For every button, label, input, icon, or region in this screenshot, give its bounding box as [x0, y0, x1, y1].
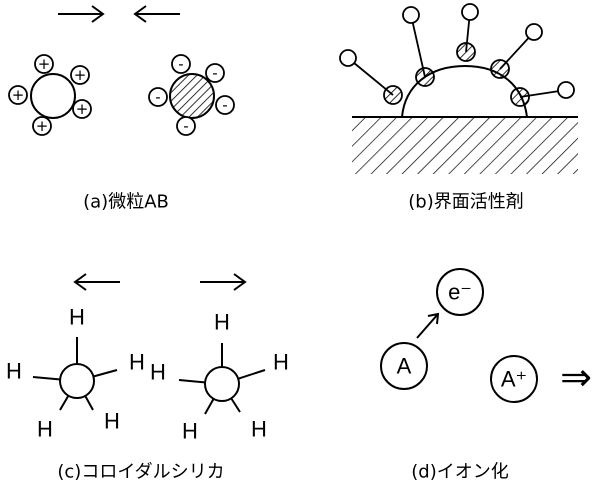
hydrogen-label: H — [251, 417, 267, 442]
positive-ion: + — [8, 85, 28, 105]
open-end — [461, 3, 479, 21]
attraction-arrows — [58, 5, 180, 23]
surfactant — [339, 49, 403, 105]
positive-ion: + — [32, 116, 52, 136]
left-arrow — [73, 273, 120, 291]
positive-ion-sign: + — [36, 117, 49, 135]
hydrogen-label: H — [150, 360, 166, 385]
positive-ion-sign: + — [12, 86, 25, 104]
hatched-head — [490, 59, 510, 79]
surfactant — [510, 81, 575, 107]
surfactant-molecules — [339, 3, 575, 107]
surfactant — [402, 6, 435, 87]
neutral-atom: A — [380, 342, 428, 390]
hydrogen-label: H — [214, 310, 230, 335]
negative-ion: - — [215, 95, 235, 115]
particle-b-negative: ----- — [148, 54, 235, 136]
ionization-arrow — [416, 312, 440, 339]
hydrogen-label: H — [69, 305, 85, 330]
panel-b: (b)界面活性剤 — [339, 3, 578, 213]
hydrogen-label: H — [37, 417, 53, 442]
negative-ion: - — [205, 63, 225, 83]
central-atom — [204, 366, 240, 402]
caption-a: (a)微粒AB — [83, 192, 169, 213]
positive-ion-sign: + — [74, 66, 87, 84]
hydrogen-label: H — [104, 409, 120, 434]
caption-c: (c)コロイダルシリカ — [57, 462, 224, 483]
hatched-head — [456, 42, 476, 62]
substrate — [352, 117, 578, 174]
right-arrow — [200, 273, 247, 291]
repulsion-arrows — [73, 273, 247, 291]
surfactant — [456, 3, 479, 62]
silica-molecule-right: H H H H H — [150, 310, 289, 444]
flow-arrow: ⇒ — [560, 357, 592, 399]
right-arrow — [58, 5, 105, 23]
caption-d: (d)イオン化 — [411, 462, 508, 483]
hydrogen-label: H — [182, 419, 198, 444]
positive-ion: + — [34, 54, 54, 74]
particle-a-positive: + + + + + — [8, 54, 92, 136]
negative-ion: - — [176, 116, 196, 136]
neutral-atom-label: A — [397, 354, 412, 379]
cation: A⁺ — [490, 355, 538, 403]
positive-ion-sign: + — [38, 55, 51, 73]
open-end — [339, 49, 357, 67]
positive-ion: + — [70, 65, 90, 85]
hatched-head — [510, 87, 530, 107]
particle-core — [30, 73, 76, 119]
panel-a: +++++ ----- (a)微粒AB — [8, 5, 235, 213]
cation-label: A⁺ — [501, 367, 527, 392]
negative-ion-sign: - — [183, 117, 188, 135]
open-end — [402, 6, 420, 24]
negative-ion: - — [148, 87, 168, 107]
open-end — [525, 23, 543, 41]
caption-b: (b)界面活性剤 — [408, 192, 523, 213]
open-end — [557, 81, 575, 99]
positive-ion: + — [72, 99, 92, 119]
positive-ion-sign: + — [76, 100, 89, 118]
negative-ion-sign: - — [155, 88, 160, 106]
hydrogen-label: H — [129, 350, 145, 375]
central-atom — [59, 363, 95, 399]
surfactant — [490, 23, 543, 79]
silica-molecule-left: H H H H H — [6, 305, 145, 442]
particle-core-hatched — [169, 73, 215, 119]
electron-label: e⁻ — [448, 280, 472, 305]
panel-d: e⁻ A A⁺ ⇒ (d)イオン化 — [380, 268, 592, 483]
hydrogen-label: H — [273, 350, 289, 375]
negative-ion-sign: - — [212, 64, 217, 82]
tail-chain — [410, 14, 426, 78]
negative-ion-sign: - — [178, 55, 183, 73]
negative-ion: - — [171, 54, 191, 74]
hatched-head — [383, 85, 403, 105]
hatched-head — [415, 67, 435, 87]
electron: e⁻ — [436, 268, 484, 316]
left-arrow — [133, 5, 180, 23]
negative-ion-sign: - — [222, 96, 227, 114]
hydrogen-label: H — [6, 359, 22, 384]
